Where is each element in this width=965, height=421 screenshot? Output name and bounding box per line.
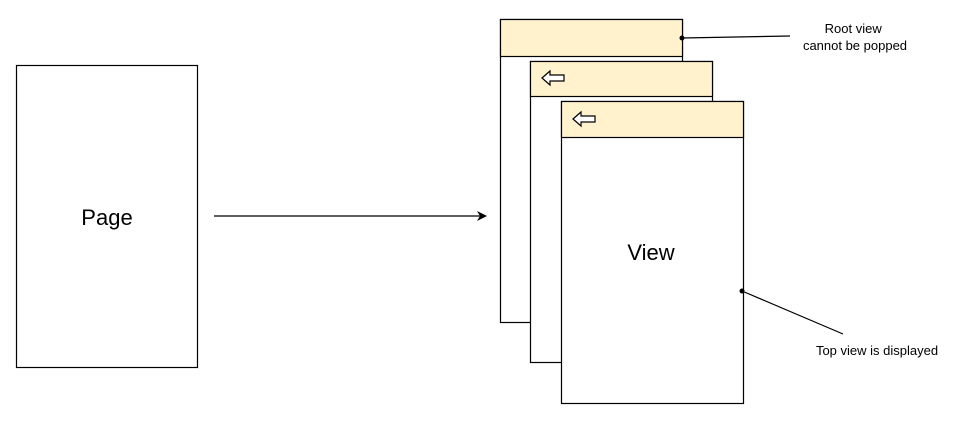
top-view: View — [560, 100, 745, 405]
top-view-callout: Top view is displayed — [739, 288, 938, 358]
page-label: Page — [81, 205, 132, 230]
arrow-left-outline-icon[interactable] — [541, 69, 565, 87]
top-view-label: View — [627, 240, 674, 265]
root-view-annotation-line-1: Root view — [825, 21, 883, 36]
page-box: Page — [15, 64, 199, 369]
root-view-header — [499, 18, 684, 58]
top-view-annotation: Top view is displayed — [816, 343, 938, 358]
root-view-annotation-line-2: cannot be popped — [803, 38, 907, 53]
root-view-annotation: Root view cannot be popped — [803, 21, 907, 53]
arrow-left-outline-icon[interactable] — [572, 110, 596, 128]
root-view-callout: Root view cannot be popped — [679, 21, 907, 53]
